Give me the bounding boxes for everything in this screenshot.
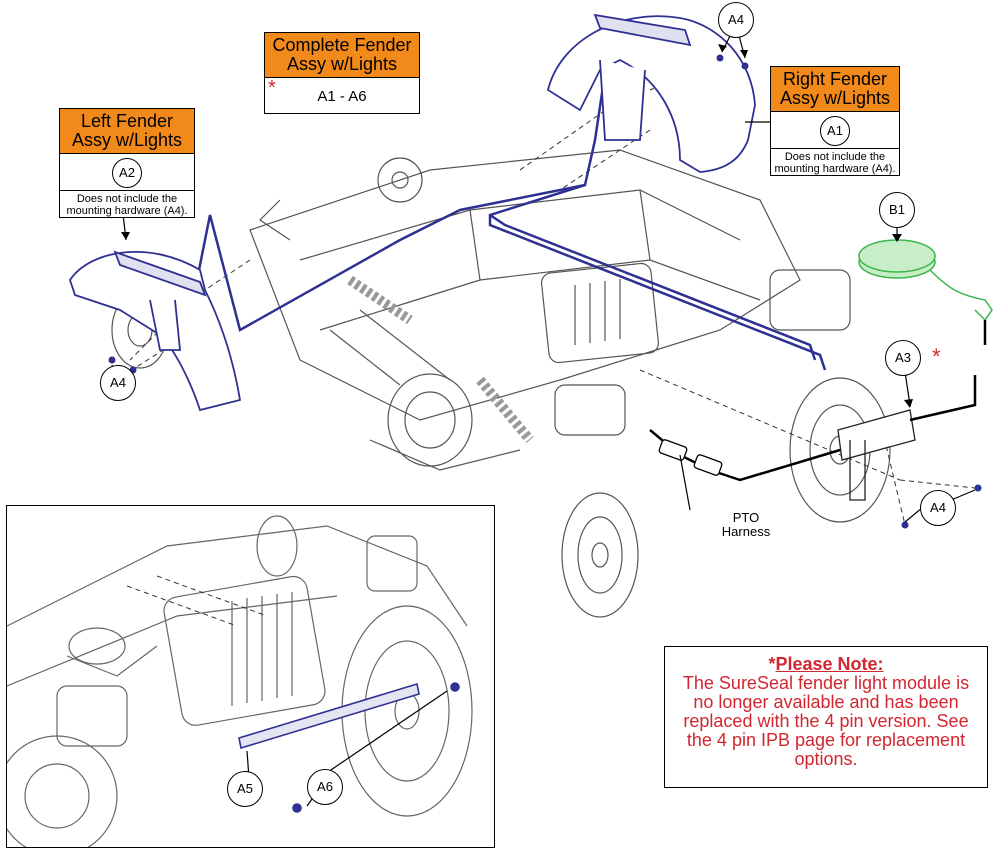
ref-bubble-a4-left: A4 <box>100 365 136 401</box>
note-title: *Please Note: <box>665 655 987 674</box>
note-line-1: Does not include the <box>76 193 178 205</box>
left-fender <box>69 250 242 412</box>
note-line-1: Does not include the <box>784 151 886 163</box>
shock-absorber-left <box>347 275 413 325</box>
ref-bubble-b1: B1 <box>879 192 915 228</box>
note-line-3: replaced with the 4 pin version. See <box>683 711 969 731</box>
ref-bubble-a1: A1 <box>820 116 850 146</box>
inset-illustration <box>7 515 473 847</box>
a3-asterisk: * <box>932 344 941 369</box>
fender-light-module <box>858 239 993 322</box>
light-controller-module <box>837 409 916 501</box>
caster-housing-right <box>769 269 851 331</box>
mounting-screws <box>108 54 982 529</box>
right-fender-callout: Right Fender Assy w/Lights A1 Does not i… <box>770 66 900 176</box>
ref-bubble-a4-right: A4 <box>920 490 956 526</box>
pto-harness-label: PTO Harness <box>716 511 776 539</box>
inset-detail-view: A5 A6 <box>6 505 495 848</box>
battery-box <box>540 262 660 364</box>
ref-bubble-a4-top: A4 <box>718 2 754 38</box>
ref-bubble-a6: A6 <box>307 769 343 805</box>
inset-battery-box <box>163 575 326 726</box>
callout-title: Left Fender Assy w/Lights <box>60 109 194 154</box>
ref-bubble-a5: A5 <box>227 771 263 807</box>
pto-connector-left <box>658 439 688 461</box>
callout-title: Complete Fender Assy w/Lights <box>265 33 419 78</box>
front-wheel-left <box>561 492 639 618</box>
shock-absorber-right <box>476 376 534 444</box>
please-note-box: *Please Note: The SureSeal fender light … <box>664 646 988 788</box>
note-line-4: the 4 pin IPB page for replacement <box>686 730 966 750</box>
drive-motor <box>387 373 473 467</box>
right-fender <box>546 13 756 173</box>
pto-line-2: Harness <box>721 524 771 539</box>
title-line-1: Right Fender <box>782 69 888 89</box>
pto-line-1: PTO <box>732 510 760 525</box>
note-line-1: The SureSeal fender light module is <box>682 673 970 693</box>
pto-connector-right <box>693 454 723 476</box>
title-line-1: Complete Fender <box>272 35 412 55</box>
callout-title: Right Fender Assy w/Lights <box>771 67 899 112</box>
title-line-2: Assy w/Lights <box>71 130 183 150</box>
title-line-2: Assy w/Lights <box>779 88 891 108</box>
asterisk-mark: * <box>268 77 276 99</box>
callout-note: Does not include the mounting hardware (… <box>771 149 899 175</box>
note-line-2: no longer available and has been <box>693 692 959 712</box>
note-line-2: mounting hardware (A4). <box>774 163 896 175</box>
chassis-frame <box>249 149 801 421</box>
part-range: A1 - A6 <box>317 88 367 105</box>
note-line-2: mounting hardware (A4). <box>66 205 188 217</box>
fender-wiring-harness <box>193 39 827 371</box>
complete-fender-callout: Complete Fender Assy w/Lights * A1 - A6 <box>264 32 420 114</box>
callout-note: Does not include the mounting hardware (… <box>60 191 194 217</box>
ref-bubble-a2: A2 <box>112 158 142 188</box>
note-title-text: Please Note: <box>775 654 884 674</box>
note-line-5: options. <box>794 749 858 769</box>
rear-caster-top <box>377 157 423 203</box>
note-asterisk: * <box>768 654 776 674</box>
caster-housing-left <box>554 384 626 436</box>
title-line-1: Left Fender <box>80 111 174 131</box>
ref-bubble-a3: A3 <box>885 340 921 376</box>
left-fender-callout: Left Fender Assy w/Lights A2 Does not in… <box>59 108 195 218</box>
title-line-2: Assy w/Lights <box>286 54 398 74</box>
inset-fender-bracket <box>238 682 460 813</box>
